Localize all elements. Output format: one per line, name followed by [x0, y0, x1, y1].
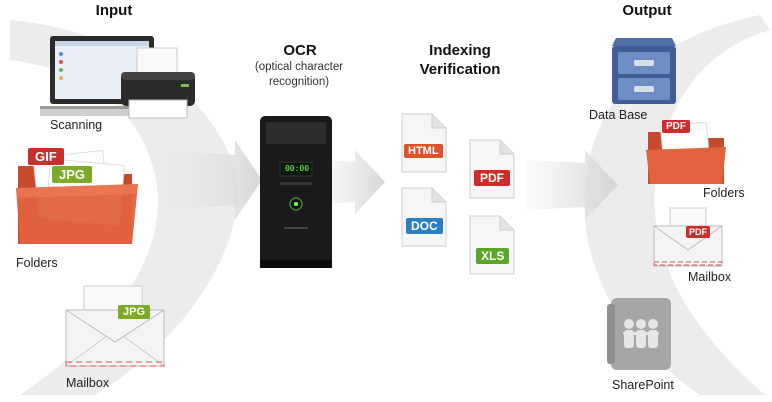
label-database: Data Base: [589, 108, 648, 122]
jpg-badge: JPG: [52, 166, 93, 183]
server-tower-icon: [260, 116, 332, 268]
ocr-subtitle-line1: (optical character: [254, 61, 344, 73]
label-sharepoint: SharePoint: [612, 378, 674, 392]
envelope-icon: [65, 285, 165, 367]
folder-icon: [646, 122, 726, 184]
xls-badge: XLS: [476, 248, 510, 264]
document-icon: [469, 139, 515, 199]
output-folder-pdf-badge: PDF: [662, 120, 690, 133]
arrow-ocr-to-index: [320, 150, 385, 214]
label-output-mailbox: Mailbox: [688, 270, 732, 284]
gif-badge-text: GIF: [35, 149, 57, 164]
printer-icon: [121, 47, 195, 119]
heading-output: Output: [622, 2, 672, 19]
database-cabinet-icon: [612, 38, 676, 104]
doc-badge: DOC: [406, 218, 443, 234]
heading-input: Input: [95, 2, 133, 19]
heading-ocr: OCR: [283, 42, 317, 59]
arrow-input-to-ocr: [165, 140, 262, 220]
pdf-badge: PDF: [474, 170, 510, 186]
jpg-badge-text: JPG: [59, 167, 86, 182]
gif-badge: GIF: [28, 148, 64, 165]
document-icon: [469, 215, 515, 275]
mailbox-jpg-badge: JPG: [118, 305, 151, 319]
html-badge: HTML: [404, 144, 443, 158]
doc-badge-text: DOC: [411, 219, 438, 233]
ocr-subtitle-line2: recognition): [268, 76, 330, 88]
pdf-badge-text: PDF: [480, 171, 504, 185]
xls-badge-text: XLS: [481, 249, 505, 263]
server-display-text: 00:00: [284, 164, 310, 173]
output-folder-pdf-badge-text: PDF: [666, 121, 686, 132]
arrow-index-to-output: [525, 150, 618, 220]
sharepoint-icon: [607, 298, 671, 370]
heading-verification: Verification: [419, 61, 501, 78]
output-mailbox-pdf-badge: PDF: [686, 226, 710, 238]
heading-indexing: Indexing: [429, 42, 491, 59]
label-scanning: Scanning: [50, 118, 103, 132]
html-badge-text: HTML: [408, 145, 439, 157]
output-mailbox-pdf-badge-text: PDF: [689, 227, 707, 237]
label-input-mailbox: Mailbox: [66, 376, 110, 390]
label-input-folders: Folders: [16, 256, 58, 270]
label-output-folders: Folders: [703, 186, 745, 200]
mailbox-jpg-badge-text: JPG: [123, 306, 146, 318]
document-icon: [401, 187, 447, 247]
document-icon: [401, 113, 447, 173]
